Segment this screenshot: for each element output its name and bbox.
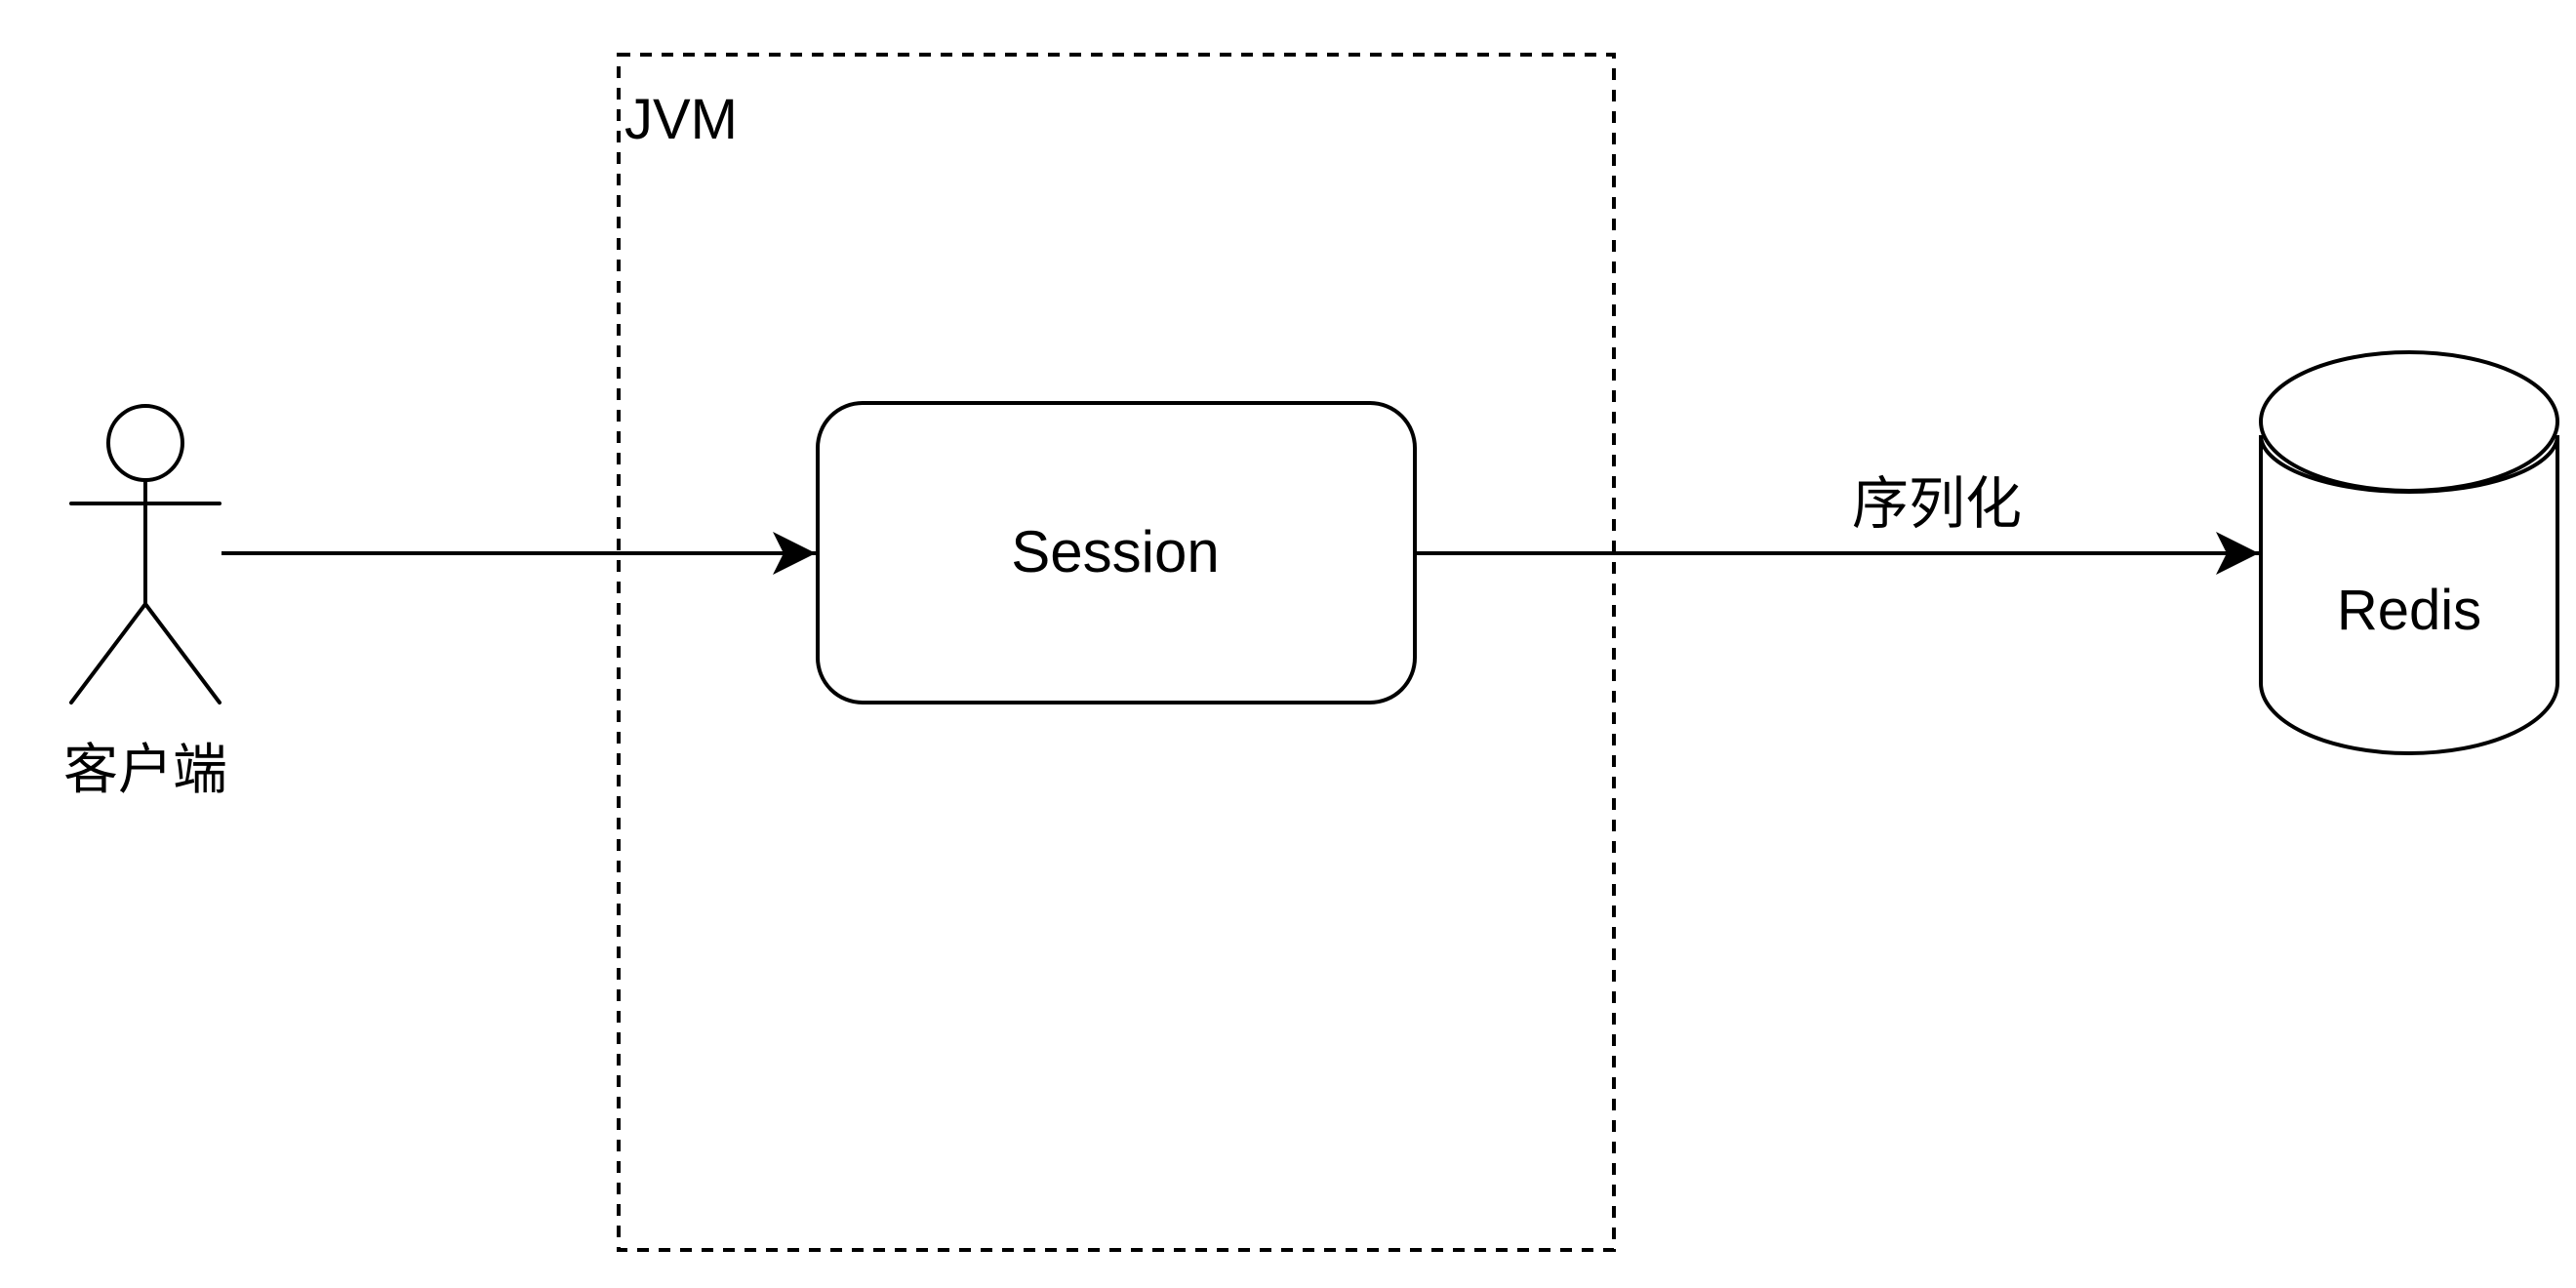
- actor-head: [106, 404, 184, 482]
- jvm-container-border: [617, 53, 1616, 1252]
- actor-right-leg: [143, 602, 221, 704]
- actor-label: 客户端: [63, 739, 227, 800]
- actor-left-leg: [69, 602, 147, 704]
- redis-cylinder-top: [2259, 350, 2559, 493]
- session-label: Session: [1011, 519, 1219, 584]
- redis-cylinder: [2259, 350, 2559, 755]
- jvm-container: JVM: [617, 53, 1616, 1252]
- client-actor: [69, 404, 221, 704]
- redis-label: Redis: [2337, 579, 2481, 642]
- edge-serialize-label: 序列化: [1852, 472, 2022, 536]
- redis-cylinder-body: [2259, 435, 2559, 755]
- redis-cylinder-rim: [2259, 434, 2559, 494]
- jvm-label: JVM: [624, 88, 738, 151]
- session-box: Session: [816, 401, 1417, 704]
